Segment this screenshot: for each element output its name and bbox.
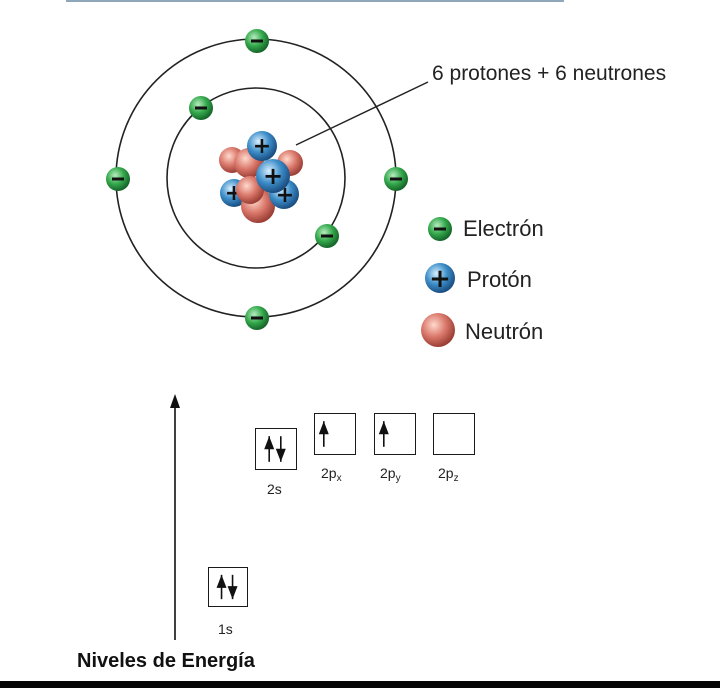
legend-proton-symbol: + xyxy=(429,264,451,294)
spin-up-arrowhead xyxy=(264,436,275,450)
spin-up-arrowhead xyxy=(216,574,227,588)
electrons xyxy=(106,29,408,330)
electron-minus xyxy=(195,106,207,110)
orbital-box-2px xyxy=(314,413,356,455)
legend-neutron-label: Neutrón xyxy=(465,319,544,344)
energy-levels-label: Niveles de Energía xyxy=(77,650,255,672)
orbital-label-2s: 2s xyxy=(267,481,282,497)
nucleus: + + + + xyxy=(219,131,303,223)
top-divider xyxy=(66,0,564,2)
electron-minus xyxy=(251,39,263,43)
electron-minus xyxy=(390,177,402,181)
orbital-label-2py: 2py xyxy=(380,465,401,484)
orbital-label-1s: 1s xyxy=(218,621,233,637)
legend-electron-label: Electrón xyxy=(463,216,544,241)
legend-neutron-icon xyxy=(421,313,455,347)
nucleus-pointer-line xyxy=(295,81,429,146)
spin-down-arrowhead xyxy=(275,448,286,462)
bottom-bar xyxy=(0,681,720,688)
proton xyxy=(247,131,277,161)
orbital-box-2s xyxy=(255,428,297,470)
legend-electron-minus xyxy=(434,227,446,231)
nucleus-composition-label: 6 protones + 6 neutrones xyxy=(432,62,667,85)
orbital-box-1s xyxy=(208,567,248,607)
energy-axis xyxy=(170,394,180,640)
orbital-box-2py xyxy=(374,413,416,455)
legend-proton-icon xyxy=(425,263,455,293)
electron-minus xyxy=(112,177,124,181)
orbital-box-2pz xyxy=(433,413,475,455)
proton-symbol: + xyxy=(263,162,283,190)
orbital-label-2pz: 2pz xyxy=(438,465,459,484)
spin-up-arrowhead xyxy=(318,421,329,435)
orbital-label-2px: 2px xyxy=(321,465,342,484)
electron-minus xyxy=(251,316,263,320)
spin-up-arrowhead xyxy=(378,421,389,435)
legend-proton-label: Protón xyxy=(467,267,532,292)
inner-orbit xyxy=(166,87,346,269)
proton-symbol: + xyxy=(253,134,271,159)
atom-diagram: + + + + + xyxy=(106,29,455,347)
neutron xyxy=(236,176,264,204)
proton xyxy=(256,159,290,193)
electron-minus xyxy=(321,234,333,238)
spin-down-arrowhead xyxy=(227,586,238,600)
